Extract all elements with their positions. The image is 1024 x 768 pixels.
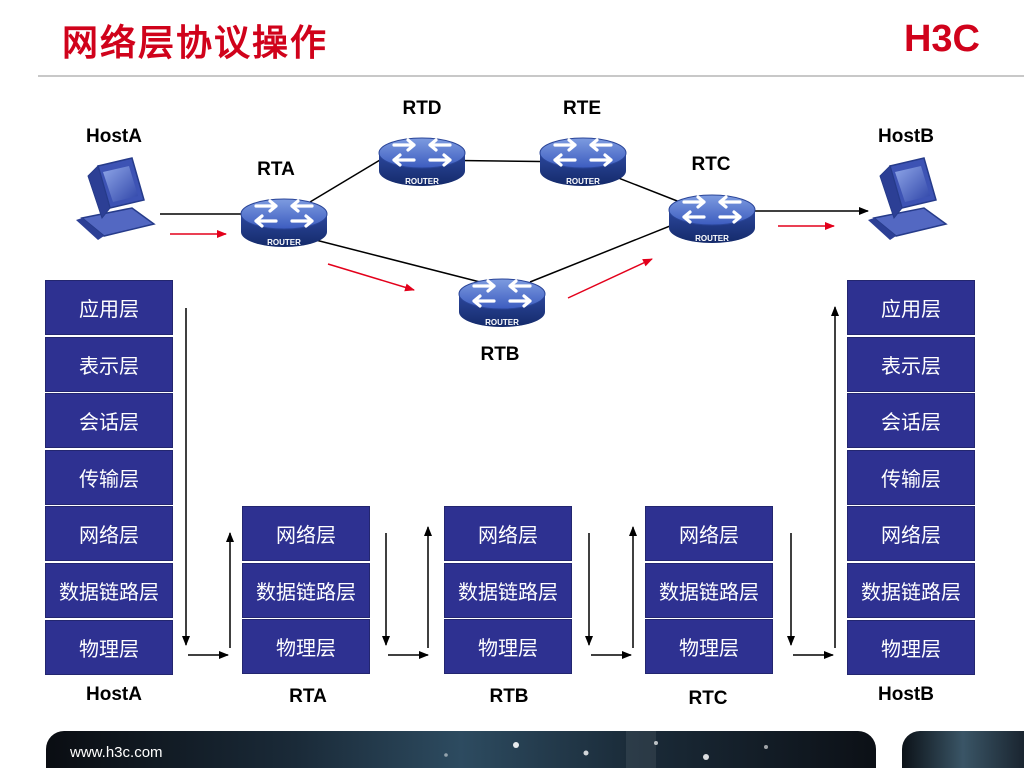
layer-cell: 物理层 bbox=[45, 619, 173, 675]
h3c-logo: H3C bbox=[904, 18, 980, 58]
layer-cell: 数据链路层 bbox=[45, 562, 173, 618]
svg-text:ROUTER: ROUTER bbox=[695, 234, 729, 243]
footer-banner-right bbox=[902, 731, 1024, 768]
hostA-label: HostA bbox=[86, 126, 142, 147]
rtb-label: RTB bbox=[480, 344, 520, 365]
layer-cell: 网络层 bbox=[645, 506, 773, 561]
layer-cell: 传输层 bbox=[847, 449, 975, 505]
layer-cell: 表示层 bbox=[45, 336, 173, 392]
layer-cell: 网络层 bbox=[444, 506, 572, 561]
layer-cell: 会话层 bbox=[45, 393, 173, 449]
rte-label: RTE bbox=[563, 98, 601, 119]
rtd-label: RTD bbox=[402, 98, 442, 119]
layer-cell: 数据链路层 bbox=[242, 562, 370, 618]
layer-cell: 物理层 bbox=[444, 619, 572, 675]
layer-cell: 网络层 bbox=[45, 506, 173, 562]
flow-arrows bbox=[170, 222, 835, 299]
router-rtb-icon: ROUTER bbox=[457, 277, 547, 329]
rta-protocol-stack: 网络层 数据链路层 物理层 bbox=[242, 506, 370, 676]
rtb-protocol-stack: 网络层 数据链路层 物理层 bbox=[444, 506, 572, 676]
svg-text:ROUTER: ROUTER bbox=[405, 177, 439, 186]
hostB-stack-label: HostB bbox=[878, 684, 934, 705]
layer-cell: 物理层 bbox=[242, 619, 370, 675]
router-rte-icon: ROUTER bbox=[538, 136, 628, 188]
footer-light-dots bbox=[444, 731, 768, 768]
router-rtc-icon: ROUTER bbox=[667, 193, 757, 245]
hostA-computer-icon bbox=[75, 157, 155, 241]
layer-cell: 物理层 bbox=[645, 619, 773, 675]
stack-flow-arrows bbox=[182, 306, 839, 659]
rta-label: RTA bbox=[257, 159, 295, 180]
layer-cell: 会话层 bbox=[847, 393, 975, 449]
svg-text:ROUTER: ROUTER bbox=[267, 238, 301, 247]
hostB-computer-icon bbox=[867, 157, 947, 241]
layer-cell: 表示层 bbox=[847, 336, 975, 392]
layer-cell: 网络层 bbox=[847, 506, 975, 562]
footer-url-link[interactable]: www.h3c.com bbox=[70, 744, 163, 761]
title-divider bbox=[38, 75, 1024, 77]
hostB-protocol-stack: 应用层 表示层 会话层 传输层 网络层 数据链路层 物理层 bbox=[847, 280, 975, 676]
layer-cell: 数据链路层 bbox=[645, 562, 773, 618]
layer-cell: 应用层 bbox=[847, 280, 975, 335]
rtb-stack-label: RTB bbox=[489, 686, 529, 707]
hostA-stack-label: HostA bbox=[86, 684, 142, 705]
layer-cell: 数据链路层 bbox=[847, 562, 975, 618]
rtc-protocol-stack: 网络层 数据链路层 物理层 bbox=[645, 506, 773, 676]
router-rta-icon: ROUTER bbox=[239, 197, 329, 249]
svg-text:ROUTER: ROUTER bbox=[485, 318, 519, 327]
layer-cell: 物理层 bbox=[847, 619, 975, 675]
svg-text:ROUTER: ROUTER bbox=[566, 177, 600, 186]
hostA-protocol-stack: 应用层 表示层 会话层 传输层 网络层 数据链路层 物理层 bbox=[45, 280, 173, 676]
svg-text:H3C: H3C bbox=[904, 18, 980, 58]
footer-banner bbox=[46, 731, 876, 768]
layer-cell: 数据链路层 bbox=[444, 562, 572, 618]
layer-cell: 网络层 bbox=[242, 506, 370, 561]
hostB-label: HostB bbox=[878, 126, 934, 147]
page-title: 网络层协议操作 bbox=[62, 23, 329, 64]
rtc-label: RTC bbox=[691, 154, 731, 175]
layer-cell: 传输层 bbox=[45, 449, 173, 505]
layer-cell: 应用层 bbox=[45, 280, 173, 335]
rtc-stack-label: RTC bbox=[688, 688, 728, 709]
rta-stack-label: RTA bbox=[289, 686, 327, 707]
router-rtd-icon: ROUTER bbox=[377, 136, 467, 188]
